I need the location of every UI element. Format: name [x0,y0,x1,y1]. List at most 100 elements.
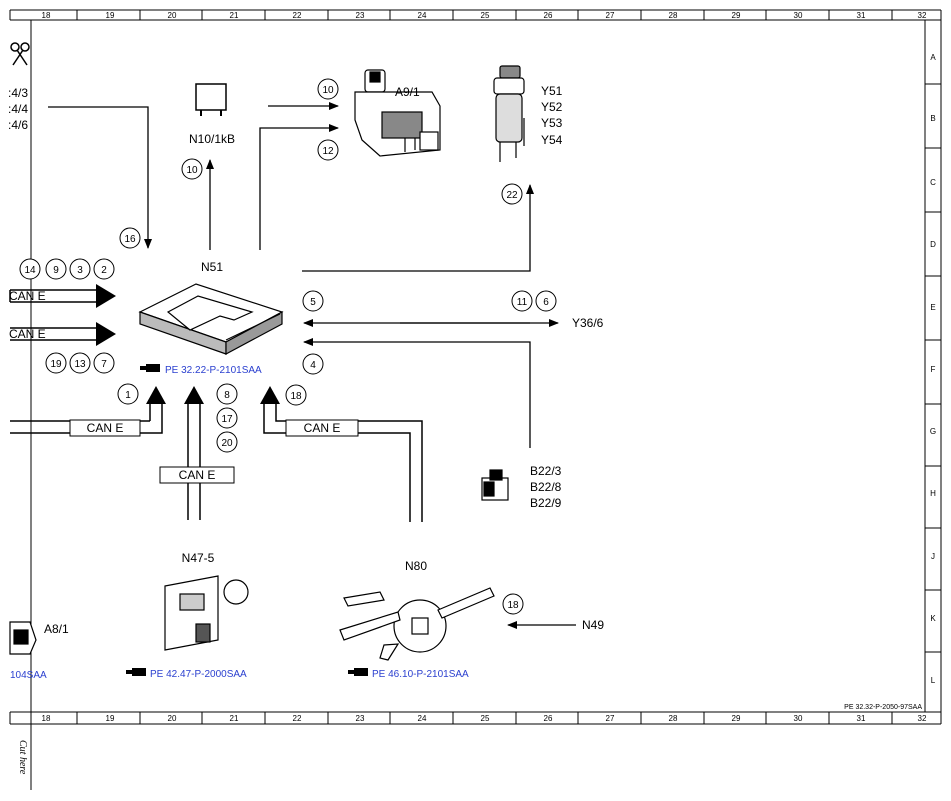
control-unit-icon [138,283,284,356]
left-label-3: :4/6 [8,118,28,132]
circle-label: 8 [224,390,230,401]
col-24-top: 24 [418,11,427,20]
col-29-bottom: 29 [732,714,741,723]
n47-label: N47-5 [182,551,215,565]
document-id: PE 32.32-P-2050-97SAA [844,704,922,711]
circle-label: 12 [322,146,334,157]
n80-ref-link[interactable]: PE 46.10-P-2101SAA [372,669,469,680]
circle-label: 6 [543,297,549,308]
col-27-bottom: 27 [606,714,615,723]
circle-label: 14 [24,265,36,276]
signal-lines [48,102,576,629]
col-28-bottom: 28 [669,714,678,723]
compressor-icon [354,69,441,157]
col-27-top: 27 [606,11,615,20]
circle-label: 22 [506,190,518,201]
sensor-icon [481,469,509,501]
esp-unit-icon [164,575,249,651]
circle-label: 17 [221,414,233,425]
circle-label: 10 [186,165,198,176]
circled-numbers [19,78,557,615]
can-label-bottom-right: CAN E [304,421,341,435]
col-32-bottom: 32 [918,714,927,723]
row-c: C [930,178,936,187]
n49-label: N49 [582,618,604,632]
remote-control-icon [9,621,37,655]
can-label-left-top: CAN E [9,289,46,303]
a8-ref-link[interactable]: 104SAA [10,670,47,681]
column-ruler-bottom: 18 19 20 21 22 23 24 25 26 27 28 29 30 3… [42,712,927,724]
circle-label: 10 [322,85,334,96]
column-ruler-top: 18 19 20 21 22 23 24 25 26 27 28 29 30 3… [42,10,927,20]
col-21-top: 21 [230,11,239,20]
col-30-bottom: 30 [794,714,803,723]
col-26-top: 26 [544,11,553,20]
can-box-bottom-mid [159,466,235,484]
circle-label: 4 [310,360,316,371]
a9-label: A9/1 [395,85,420,99]
relay-icon [195,83,227,116]
row-a: A [930,53,936,62]
circle-label: 7 [101,359,107,370]
steering-module-icon [339,587,495,661]
can-label-bottom-mid: CAN E [179,468,216,482]
circle-label: 3 [77,265,83,276]
can-arrow-3 [260,386,280,404]
col-26-bottom: 26 [544,714,553,723]
col-28-top: 28 [669,11,678,20]
circle-label: 5 [310,297,316,308]
b22-9-label: B22/9 [530,496,562,510]
row-f: F [931,365,936,374]
can-label-bottom-left: CAN E [87,421,124,435]
left-label-1: :4/3 [8,86,28,100]
col-31-top: 31 [857,11,866,20]
y53-label: Y53 [541,116,563,130]
y51-label: Y51 [541,84,563,98]
n51-ref-link[interactable]: PE 32.22-P-2101SAA [165,365,262,376]
circle-label: 2 [101,265,107,276]
col-25-bottom: 25 [481,714,490,723]
col-29-top: 29 [732,11,741,20]
n80-label: N80 [405,559,427,573]
circle-label: 18 [290,391,302,402]
can-label-left-bottom: CAN E [9,327,46,341]
n51-label: N51 [201,260,223,274]
can-box-bottom-left [69,419,141,437]
circle-label: 19 [50,359,62,370]
row-l: L [931,676,936,685]
col-31-bottom: 31 [857,714,866,723]
y52-label: Y52 [541,100,563,114]
hand-pointer-icon [126,668,146,676]
col-23-top: 23 [356,11,365,20]
col-18-top: 18 [42,11,51,20]
col-24-bottom: 24 [418,714,427,723]
col-23-bottom: 23 [356,714,365,723]
circle-label: 11 [517,297,528,308]
row-g: G [930,427,936,436]
y36-label: Y36/6 [572,316,604,330]
row-ruler-right: A B C D E F G H J K L [925,53,941,685]
row-h: H [930,489,936,498]
cut-here-label: Cut here [17,740,28,775]
can-arrow-2 [184,386,204,404]
col-19-bottom: 19 [106,714,115,723]
col-20-bottom: 20 [168,714,177,723]
hand-pointer-icon [140,364,160,372]
col-30-top: 30 [794,11,803,20]
circle-label: 1 [125,390,131,401]
col-32-top: 32 [918,11,927,20]
circle-label: 18 [507,600,519,611]
circle-label: 16 [124,234,136,245]
col-21-bottom: 21 [230,714,239,723]
col-20-top: 20 [168,11,177,20]
n47-ref-link[interactable]: PE 42.47-P-2000SAA [150,669,247,680]
can-bus-arrows-left [9,284,116,346]
y54-label: Y54 [541,133,563,147]
n10-label: N10/1kB [189,132,235,146]
row-b: B [930,114,935,123]
row-d: D [930,240,936,249]
col-18-bottom: 18 [42,714,51,723]
left-label-2: :4/4 [8,102,28,116]
col-22-bottom: 22 [293,714,302,723]
